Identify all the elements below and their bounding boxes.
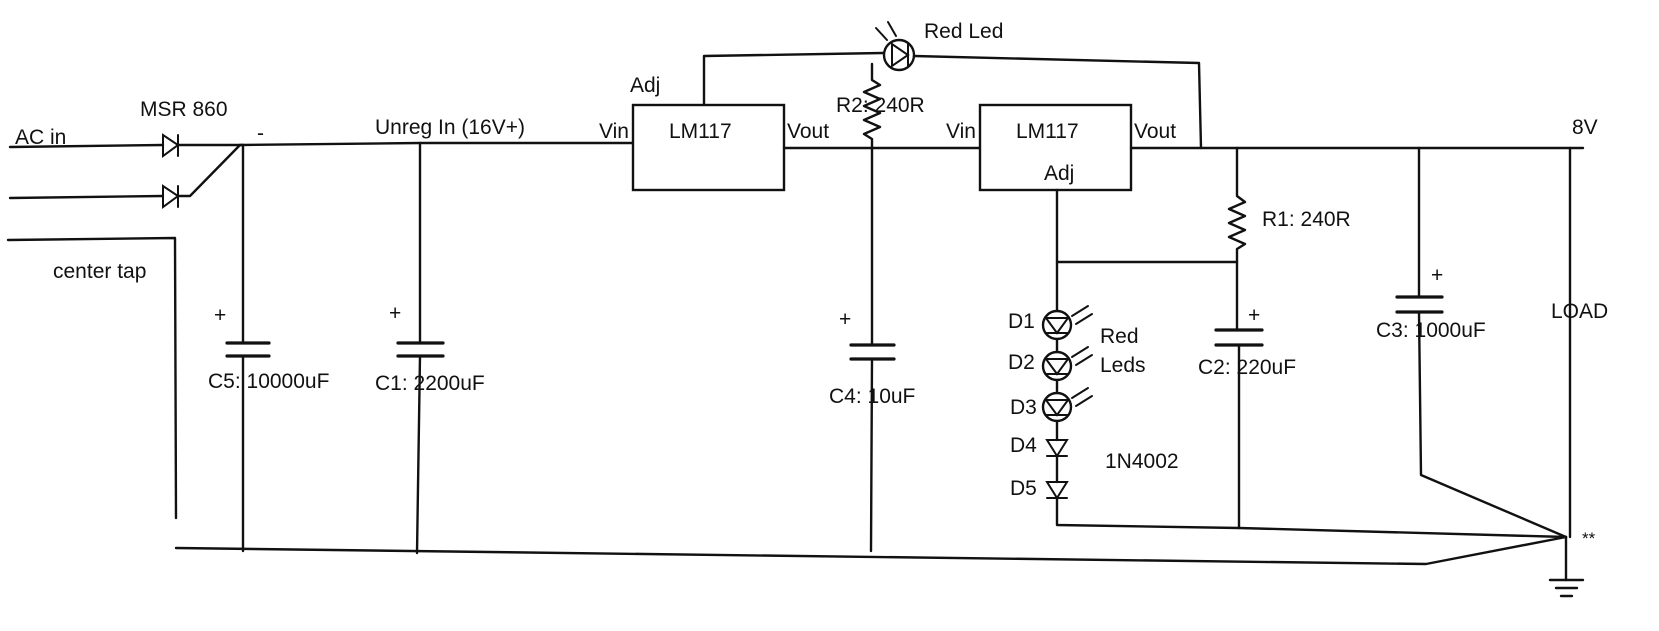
label-load: LOAD (1551, 300, 1608, 323)
ac-input-wires (6, 143, 178, 520)
rectifier-diode-top (162, 133, 245, 158)
label-d3: D3 (1010, 396, 1037, 419)
reg2-adj-wire (1055, 188, 1239, 264)
label-red-leds-2: Leds (1100, 354, 1146, 377)
rectifier-diode-bottom (162, 143, 242, 209)
label-star-ground: ** (1582, 529, 1596, 548)
label-c5-plus: + (214, 304, 226, 327)
label-reg1-vin: Vin (599, 120, 629, 143)
label-ac-in: AC in (15, 126, 66, 149)
resistor-r1 (1227, 146, 1247, 332)
label-reg1-adj: Adj (630, 74, 660, 97)
led-d1 (1041, 305, 1093, 341)
ground-return (174, 535, 1568, 566)
led-d2 (1041, 346, 1093, 382)
label-r1: R1: 240R (1262, 208, 1351, 231)
diode-string (1041, 260, 1568, 539)
label-reg2-vin: Vin (946, 120, 976, 143)
capacitor-c5 (225, 143, 271, 553)
label-d5: D5 (1010, 477, 1037, 500)
label-c1-plus: + (389, 302, 401, 325)
label-c5: C5: 10000uF (208, 370, 329, 393)
led-d3 (1041, 387, 1093, 423)
unregulated-rail (238, 141, 635, 147)
label-reg2-vout: Vout (1134, 120, 1176, 143)
label-d4: D4 (1010, 434, 1037, 457)
ground-icon (1548, 535, 1585, 598)
capacitor-c1 (396, 141, 445, 555)
reg1-adj-wire (702, 51, 885, 107)
label-c4: C4: 10uF (829, 385, 915, 408)
label-reg1-name: LM117 (669, 120, 732, 143)
label-rectifier: MSR 860 (140, 98, 228, 121)
diode-d4 (1045, 439, 1069, 458)
label-red-led: Red Led (924, 20, 1003, 43)
resistor-r2 (862, 62, 882, 150)
label-c1: C1: 2200uF (375, 372, 485, 395)
label-c2: C2: 220uF (1198, 356, 1296, 379)
label-c3: C3: 1000uF (1376, 319, 1486, 342)
regulator-lm117-1 (631, 103, 786, 192)
capacitor-c3 (1395, 146, 1568, 539)
red-led-indicator (875, 21, 1203, 150)
label-center-tap: center tap (53, 260, 146, 283)
label-c4-plus: + (839, 308, 851, 331)
label-unreg-in: Unreg In (16V+) (375, 116, 525, 139)
label-c3-plus: + (1431, 264, 1443, 287)
label-minus: - (257, 122, 264, 145)
diode-d5 (1045, 481, 1069, 500)
label-red-leds-1: Red (1100, 325, 1139, 348)
capacitor-c4 (849, 146, 896, 553)
label-reg2-name: LM117 (1016, 120, 1079, 143)
label-d1: D1 (1008, 310, 1035, 333)
label-out-voltage: 8V (1572, 116, 1598, 139)
label-diode-part: 1N4002 (1105, 450, 1179, 473)
label-d2: D2 (1008, 351, 1035, 374)
label-r2: R2: 240R (836, 94, 925, 117)
label-reg1-vout: Vout (787, 120, 829, 143)
label-reg2-adj: Adj (1044, 162, 1074, 185)
label-c2-plus: + (1248, 304, 1260, 327)
capacitor-c2 (1214, 328, 1264, 530)
